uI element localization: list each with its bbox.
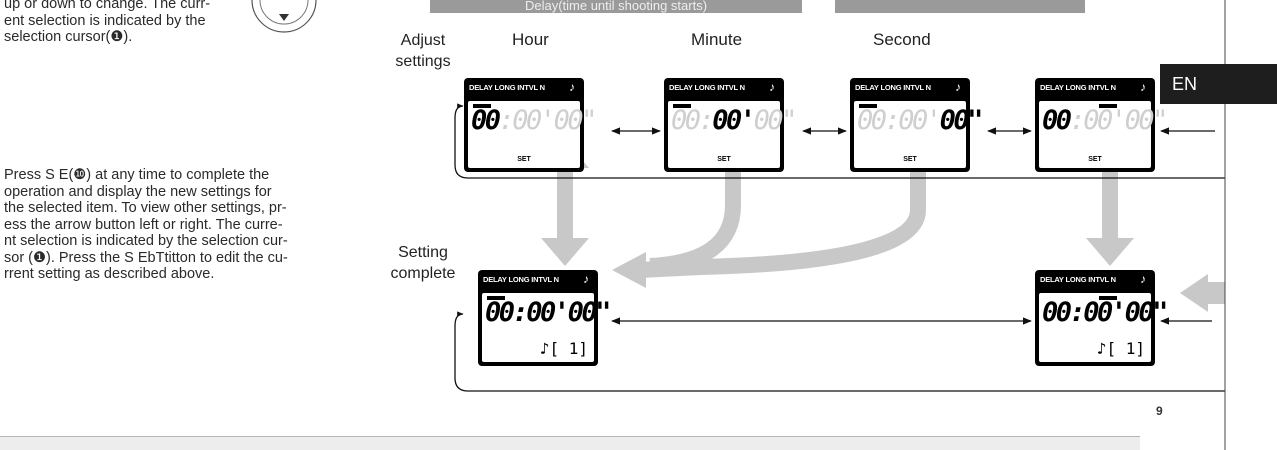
lcd-display-interval: DELAY LONG INTVL N ♪ 00:00'00" SET bbox=[1035, 78, 1168, 172]
flow-arrow-second bbox=[639, 147, 926, 278]
column-label-second: Second bbox=[873, 30, 931, 49]
instruction-line: rrent setting as described above. bbox=[4, 266, 215, 282]
note-icon: ♪ bbox=[1140, 272, 1146, 286]
intro-line-3: selection cursor(❶). bbox=[4, 29, 133, 45]
lcd-header: DELAY LONG INTVL N bbox=[483, 275, 559, 284]
row-label-complete: Setting complete bbox=[390, 244, 456, 282]
instruction-line: the selected item. To view other setting… bbox=[4, 200, 287, 216]
lcd-set-label: SET bbox=[1088, 156, 1102, 163]
lcd-time: 00:00'00" bbox=[1042, 297, 1168, 328]
instruction-line: sor (❶). Press the S EbTtitton to edit t… bbox=[4, 249, 288, 266]
instruction-line: nt selection is indicated by the selecti… bbox=[4, 233, 288, 249]
lcd-set-label: SET bbox=[517, 156, 531, 163]
lcd-time: 00:00'00" bbox=[471, 105, 597, 136]
instruction-line: Press S E(❿) at any time to complete the bbox=[4, 167, 270, 183]
note-icon: ♪ bbox=[583, 272, 589, 286]
note-icon: ♪ bbox=[955, 80, 961, 94]
loop-line-top bbox=[454, 103, 1225, 179]
note-icon: ♪ bbox=[769, 80, 775, 94]
intro-line-1: up or down to change. The curr- bbox=[4, 0, 211, 12]
column-label-hour: Hour bbox=[512, 30, 549, 49]
lcd-set-label: SET bbox=[717, 156, 731, 163]
language-tab-en: EN bbox=[1160, 64, 1277, 104]
loop-line-bottom bbox=[454, 311, 1225, 392]
instruction-line: operation and display the new settings f… bbox=[4, 183, 272, 200]
intro-line-2: ent selection is indicated by the bbox=[4, 12, 206, 29]
selection-cursor bbox=[487, 296, 505, 300]
lcd-memory-readout: ♪[ 1] bbox=[539, 339, 588, 358]
column-label-minute: Minute bbox=[691, 30, 743, 49]
instruction-line: ess the arrow button left or right. The … bbox=[4, 216, 283, 233]
selection-cursor bbox=[859, 104, 877, 108]
lcd-display-second: DELAY LONG INTVL N ♪ 00:00'00" SET bbox=[850, 78, 983, 172]
flow-arrowhead-complete bbox=[612, 252, 646, 288]
selection-cursor bbox=[473, 104, 491, 108]
page-number: 9 bbox=[1156, 404, 1163, 418]
lcd-time: 00:00'00" bbox=[485, 297, 611, 328]
lcd-time: 00:00'00" bbox=[857, 105, 983, 136]
delay-banner: Delay(time until shooting starts) bbox=[430, 0, 802, 13]
interval-banner bbox=[835, 0, 1085, 13]
lcd-set-label: SET bbox=[903, 156, 917, 163]
row-label-adjust: Adjust settings bbox=[395, 32, 451, 70]
lcd-display-complete-interval: DELAY LONG INTVL N ♪ 00:00'00" ♪[ 1] bbox=[1035, 270, 1168, 366]
lcd-header: DELAY LONG INTVL N bbox=[1040, 83, 1116, 92]
note-icon: ♪ bbox=[1140, 80, 1146, 94]
lcd-display-minute: DELAY LONG INTVL N ♪ 00:00'00" SET bbox=[664, 78, 797, 172]
lcd-time: 00:00'00" bbox=[1042, 105, 1168, 136]
flow-arrow-right-edge bbox=[1180, 274, 1225, 312]
lcd-header: DELAY LONG INTVL N bbox=[469, 83, 545, 92]
lcd-header: DELAY LONG INTVL N bbox=[669, 83, 745, 92]
lcd-time: 00:00'00" bbox=[671, 105, 797, 136]
control-dial-icon bbox=[251, 0, 317, 33]
selection-cursor bbox=[1099, 104, 1117, 108]
lcd-header: DELAY LONG INTVL N bbox=[855, 83, 931, 92]
intro-text: up or down to change. The curr- ent sele… bbox=[4, 0, 294, 46]
lcd-display-hour: DELAY LONG INTVL N ♪ 00:00'00" SET bbox=[464, 78, 597, 172]
selection-cursor bbox=[673, 104, 691, 108]
lcd-display-complete: DELAY LONG INTVL N ♪ 00:00'00" ♪[ 1] bbox=[478, 270, 611, 366]
instruction-paragraph: Press S E(❿) at any time to complete the… bbox=[4, 167, 374, 283]
lcd-header: DELAY LONG INTVL N bbox=[1040, 275, 1116, 284]
selection-cursor bbox=[1099, 296, 1117, 300]
lcd-memory-readout: ♪[ 1] bbox=[1096, 339, 1145, 358]
page-footer-strip bbox=[0, 436, 1140, 450]
note-icon: ♪ bbox=[569, 80, 575, 94]
